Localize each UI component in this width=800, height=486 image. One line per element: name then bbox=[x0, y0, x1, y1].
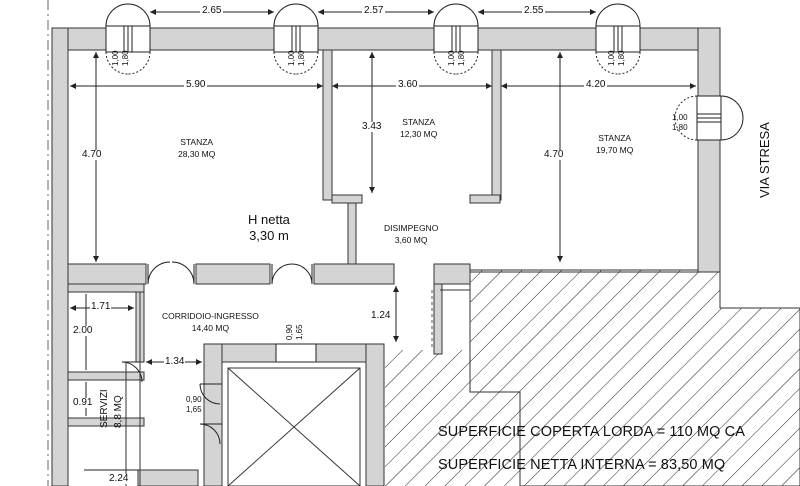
room-area: 12,30 MQ bbox=[400, 128, 438, 139]
window-dim-5a: 1,00 bbox=[672, 113, 688, 122]
hatched-area-2 bbox=[385, 350, 520, 486]
room-name: DISIMPEGNO bbox=[384, 223, 439, 233]
top-dim-1: 2.65 bbox=[200, 5, 224, 16]
room-dim-1: 5.90 bbox=[184, 79, 208, 90]
top-dim-2: 2.57 bbox=[362, 5, 386, 16]
small-dim-1: 1.71 bbox=[90, 301, 112, 312]
stair-shaft bbox=[227, 367, 361, 486]
door-dim-1b: 1,65 bbox=[295, 324, 304, 340]
window-dim-4b: 1,80 bbox=[617, 50, 626, 66]
room-area: 3,60 MQ bbox=[394, 234, 428, 245]
top-dim-3: 2.55 bbox=[522, 5, 546, 16]
small-dim-6: 1.24 bbox=[370, 310, 392, 321]
window-dim-5b: 1,80 bbox=[672, 123, 688, 132]
summary-gross: SUPERFICIE COPERTA LORDA = 110 MQ CA bbox=[438, 424, 745, 440]
room-area: 28,30 MQ bbox=[178, 148, 216, 159]
room-corridoio: CORRIDOIO-INGRESSO 14,40 MQ bbox=[162, 312, 259, 332]
room-dim-3: 4.20 bbox=[584, 79, 608, 90]
dimension-ticks bbox=[70, 9, 696, 365]
room-name: STANZA bbox=[180, 137, 214, 147]
window-dim-2b: 1,80 bbox=[297, 50, 306, 66]
height-dim-1: 4.70 bbox=[80, 149, 104, 160]
interior-walls bbox=[67, 49, 502, 486]
height-dim-2: 3.43 bbox=[360, 121, 384, 132]
room-name: STANZA bbox=[598, 133, 632, 143]
room-area: 19,70 MQ bbox=[596, 144, 634, 155]
window-dim-3a: 1,00 bbox=[447, 50, 456, 66]
windows bbox=[105, 3, 744, 141]
door-dim-1a: 0,90 bbox=[285, 324, 294, 340]
room-disimpegno: DISIMPEGNO 3,60 MQ bbox=[384, 224, 438, 244]
doors bbox=[121, 261, 317, 445]
height-note: H netta 3,30 m bbox=[248, 213, 290, 242]
room-stanza-2: STANZA 12,30 MQ bbox=[400, 118, 437, 138]
height-note-label: H netta bbox=[248, 212, 290, 227]
room-name: CORRIDOIO-INGRESSO bbox=[162, 311, 259, 321]
window-dim-1a: 1,00 bbox=[111, 50, 120, 66]
room-name: STANZA bbox=[402, 117, 436, 127]
summary-net: SUPERFICIE NETTA INTERNA = 83,50 MQ bbox=[438, 457, 726, 473]
room-servizi-name: SERVIZI bbox=[99, 389, 110, 428]
room-servizi-area: 8,8 MQ bbox=[113, 395, 124, 428]
small-dim-2: 2.00 bbox=[72, 325, 94, 336]
small-dim-4: 2.24 bbox=[108, 473, 130, 484]
room-stanza-1: STANZA 28,30 MQ bbox=[178, 138, 215, 158]
room-dim-2: 3.60 bbox=[396, 79, 420, 90]
door-dim-2a: 0,90 bbox=[186, 395, 202, 404]
window-dim-2a: 1,00 bbox=[287, 50, 296, 66]
door-dim-2b: 1,65 bbox=[186, 405, 202, 414]
height-dim-3: 4.70 bbox=[542, 149, 566, 160]
window-dim-1b: 1,80 bbox=[121, 50, 130, 66]
window-dim-3b: 1,80 bbox=[457, 50, 466, 66]
window-dim-4a: 1,00 bbox=[607, 50, 616, 66]
small-dim-3: 0.91 bbox=[72, 397, 94, 408]
small-dim-5: 1.34 bbox=[164, 356, 186, 367]
room-area: 14,40 MQ bbox=[191, 322, 230, 333]
street-label: VIA STRESA bbox=[757, 122, 772, 198]
height-note-value: 3,30 m bbox=[249, 228, 289, 243]
room-stanza-3: STANZA 19,70 MQ bbox=[596, 134, 633, 154]
outer-walls bbox=[51, 27, 721, 486]
